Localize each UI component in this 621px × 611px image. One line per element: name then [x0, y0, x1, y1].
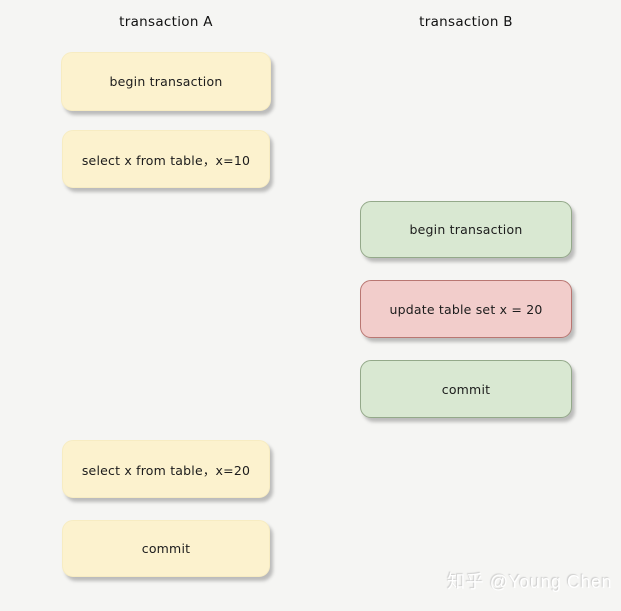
column-title-transaction-a: transaction A: [119, 14, 213, 30]
step-box-b-begin-transaction: begin transaction: [360, 201, 572, 258]
zhihu-watermark: 知乎 @Young Chen: [447, 572, 612, 592]
step-box-a-select-x-10: select x from table，x=10: [62, 130, 270, 188]
step-box-a-commit: commit: [62, 520, 270, 577]
step-box-b-commit: commit: [360, 360, 572, 418]
step-box-b-update-table: update table set x = 20: [360, 280, 572, 338]
step-box-a-select-x-20: select x from table，x=20: [62, 440, 270, 498]
column-title-transaction-b: transaction B: [419, 14, 513, 30]
step-box-a-begin-transaction: begin transaction: [61, 52, 271, 111]
